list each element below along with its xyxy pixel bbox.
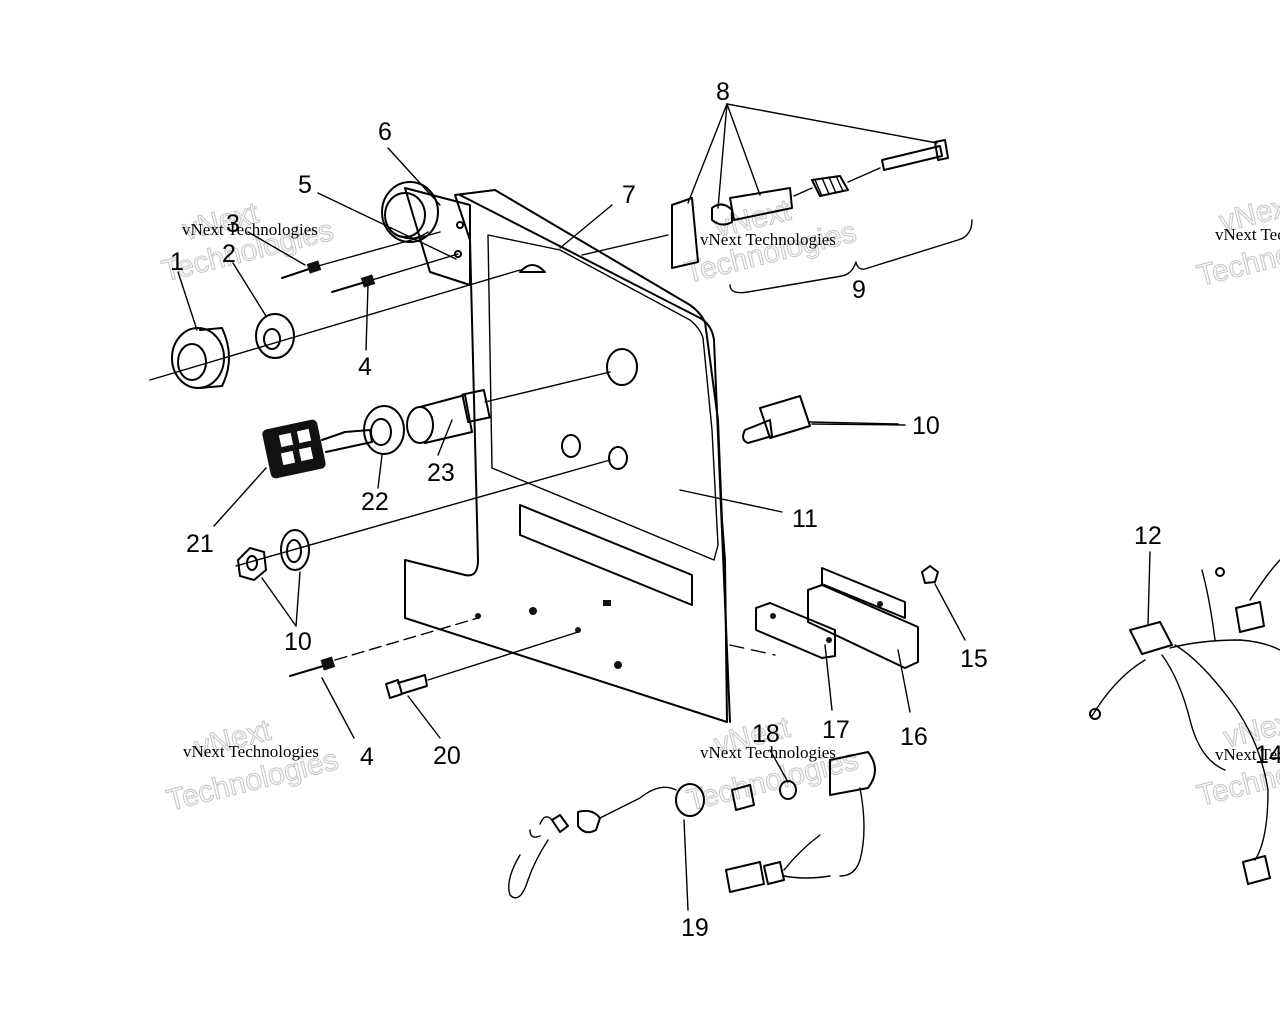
callout-19: 19 [681, 914, 709, 942]
callout-11: 11 [792, 505, 818, 533]
callout-labels: 1 2 3 4 4 5 6 7 8 9 10 10 11 12 14 15 16… [170, 78, 1280, 942]
callout-3: 3 [226, 210, 240, 238]
toggle-switch-assembly [581, 103, 973, 294]
callout-21: 21 [186, 530, 214, 558]
callout-20: 20 [433, 742, 461, 770]
callout-10-lower: 10 [284, 628, 312, 656]
callout-4-lower: 4 [360, 743, 374, 771]
watermark-company: vNext Technologies [183, 742, 319, 761]
callout-1: 1 [170, 248, 184, 276]
watermark-company: vNext Technologies [1215, 225, 1280, 244]
callout-9: 9 [852, 276, 866, 304]
callout-12: 12 [1134, 522, 1162, 550]
callout-2: 2 [222, 240, 236, 268]
key-part [262, 419, 373, 479]
callout-8: 8 [716, 78, 730, 106]
watermark-company: vNext Technologies [1215, 745, 1280, 764]
dash-panel [404, 187, 731, 723]
callout-22: 22 [361, 488, 389, 516]
lower-screw-parts [289, 617, 579, 699]
watermark-company: vNext Technologies [700, 230, 836, 249]
callout-16: 16 [900, 723, 928, 751]
callout-7: 7 [622, 181, 636, 209]
nut-and-washer-parts [149, 269, 521, 389]
watermark-company: vNext Technologies [700, 743, 836, 762]
key-switch-harness-part [508, 751, 876, 899]
callout-15: 15 [960, 645, 988, 673]
ignition-switch-part [406, 371, 611, 444]
screw-parts-upper [281, 231, 459, 293]
round-lamp-part [381, 181, 439, 243]
callout-5: 5 [298, 171, 312, 199]
callout-4-upper: 4 [358, 353, 372, 381]
leader-lines [177, 147, 1151, 911]
callout-23: 23 [427, 459, 455, 487]
lower-nut-washer-part [235, 459, 611, 581]
callout-17: 17 [822, 716, 850, 744]
callout-18: 18 [752, 720, 780, 748]
callout-6: 6 [378, 118, 392, 146]
wiring-harness-part [1089, 559, 1280, 885]
callout-14: 14 [1255, 741, 1280, 769]
upper-toggle-part [742, 395, 899, 444]
watermark-company: vNext Technologies [182, 220, 318, 239]
mount-block-parts [729, 565, 939, 669]
callout-10-upper: 10 [912, 412, 940, 440]
